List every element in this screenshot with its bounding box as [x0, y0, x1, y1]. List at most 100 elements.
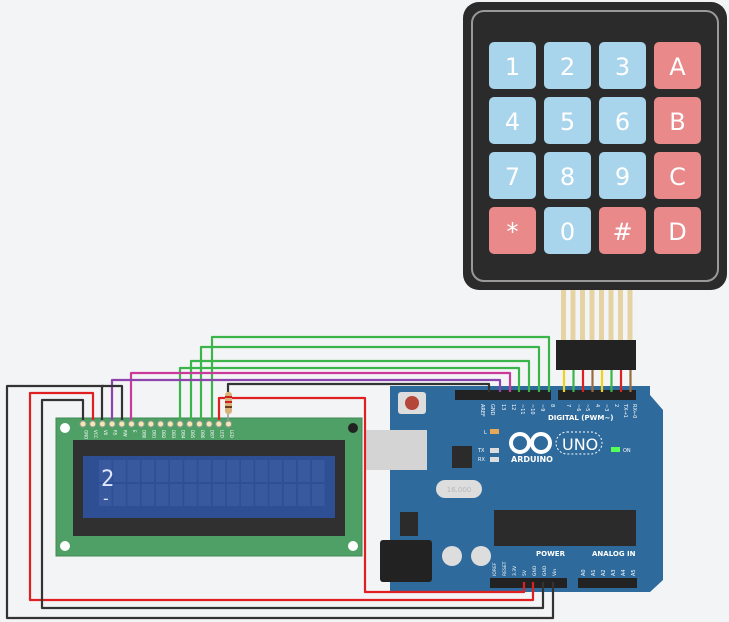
analog-label: ANALOG IN: [592, 550, 636, 558]
power-pin-label: GND: [532, 565, 538, 576]
key-4[interactable]: 4: [489, 97, 536, 144]
key-3[interactable]: 3: [599, 42, 646, 89]
arduino-brand: ARDUINO: [511, 455, 553, 464]
key-7[interactable]: 7: [489, 152, 536, 199]
analog-header: [578, 578, 637, 588]
keypad-border: [471, 10, 719, 282]
lcd-pin-db0[interactable]: [137, 420, 145, 428]
lcd-pin-label: RS: [113, 430, 118, 436]
lcd-pin-db5[interactable]: [186, 420, 194, 428]
wire[interactable]: [40, 398, 545, 610]
lcd-cell: [141, 460, 155, 482]
uno-badge: [555, 431, 603, 455]
wire[interactable]: [28, 391, 535, 602]
key-C[interactable]: C: [654, 152, 701, 199]
lcd-cell: [312, 460, 325, 482]
lcd-cell: [198, 484, 211, 506]
key-8[interactable]: 8: [544, 152, 591, 199]
key-0[interactable]: 0: [544, 207, 591, 254]
lcd-pin-db2[interactable]: [157, 420, 165, 428]
digital-pin-label: RX←0: [631, 404, 637, 418]
lcd-cell: [113, 484, 126, 506]
digital-pin-label: 4: [594, 404, 600, 407]
key-2[interactable]: 2: [544, 42, 591, 89]
key-B[interactable]: B: [654, 97, 701, 144]
digital-pin-label: 13: [500, 404, 506, 410]
lcd-pin-label: DB2: [161, 430, 166, 439]
lcd-pin-db3[interactable]: [166, 420, 174, 428]
wire[interactable]: [178, 366, 521, 420]
key-1[interactable]: 1: [489, 42, 536, 89]
key-label: #: [612, 218, 632, 246]
digital-pin-label: ~10: [529, 404, 535, 415]
lcd-pin-db1[interactable]: [147, 420, 155, 428]
lcd-pin-led[interactable]: [215, 420, 223, 428]
mount-hole: [348, 541, 358, 551]
ribbon-lead: [580, 290, 585, 340]
digital-pin-label: 2: [613, 404, 619, 407]
lcd-cell: [283, 460, 297, 482]
lcd-cell: [127, 484, 140, 506]
lcd-cell: [283, 484, 297, 506]
wire[interactable]: [100, 384, 124, 420]
key-5[interactable]: 5: [544, 97, 591, 144]
lcd-cell: [155, 460, 169, 482]
digital-pin-label: ~3: [603, 404, 609, 411]
key-#[interactable]: #: [599, 207, 646, 254]
lcd-cell: [141, 484, 155, 506]
lcd-cell: [127, 460, 140, 482]
reset-button-cap[interactable]: [405, 396, 419, 410]
lcd-cell: [184, 460, 197, 482]
wire[interactable]: [226, 382, 491, 392]
key-label: 9: [615, 163, 630, 191]
lcd-pin-rs[interactable]: [108, 420, 116, 428]
lcd-pin-db4[interactable]: [176, 420, 184, 428]
analog-pin-label: A3: [611, 569, 617, 576]
lcd-pin-vcc[interactable]: [89, 420, 97, 428]
digital-pin-label: ~11: [519, 404, 525, 415]
lcd-line1: 2: [101, 467, 114, 492]
wires: [5, 335, 632, 620]
lcd-cell: [212, 484, 226, 506]
lcd-cell: [198, 460, 211, 482]
lcd-pin-label: E: [132, 430, 137, 433]
lcd-pin-v0[interactable]: [98, 420, 106, 428]
digital-header-left: [455, 390, 551, 400]
lcd-pin-e[interactable]: [128, 420, 135, 428]
key-A[interactable]: A: [654, 42, 701, 89]
lcd-cell: [255, 484, 268, 506]
wire[interactable]: [199, 345, 541, 420]
wire[interactable]: [110, 378, 502, 420]
key-*[interactable]: *: [489, 207, 536, 254]
wire[interactable]: [210, 335, 551, 420]
digital-pin-label: ~9: [539, 404, 545, 411]
lcd-cell: [99, 484, 112, 506]
lcd-cell: [255, 460, 268, 482]
analog-pin-label: A2: [601, 569, 607, 576]
lcd-pin-db6[interactable]: [195, 420, 203, 428]
wire[interactable]: [189, 359, 531, 420]
keypad-ribbon: [561, 290, 633, 340]
arduino-uno[interactable]: 16.000 ARDUINO UNO DIGITAL (PWM~) POWER …: [365, 386, 663, 592]
lcd-pin-rw[interactable]: [118, 420, 126, 428]
wire[interactable]: [5, 384, 555, 620]
wire[interactable]: [217, 396, 526, 594]
capacitor: [471, 546, 491, 566]
power-header: [490, 578, 567, 588]
key-6[interactable]: 6: [599, 97, 646, 144]
resistor[interactable]: [225, 392, 232, 414]
lcd-pin-gnd[interactable]: [79, 420, 87, 428]
lcd-pin-label: DB4: [181, 430, 186, 439]
key-label: B: [669, 108, 685, 136]
lcd-pin-db7[interactable]: [205, 420, 213, 428]
arduino-logo-icon: [509, 432, 552, 454]
led-tx-label: TX: [477, 448, 485, 454]
power-pin-label: GND: [542, 565, 548, 576]
key-9[interactable]: 9: [599, 152, 646, 199]
power-pin-label: RESET: [502, 561, 508, 576]
key-D[interactable]: D: [654, 207, 701, 254]
wire[interactable]: [129, 371, 512, 420]
